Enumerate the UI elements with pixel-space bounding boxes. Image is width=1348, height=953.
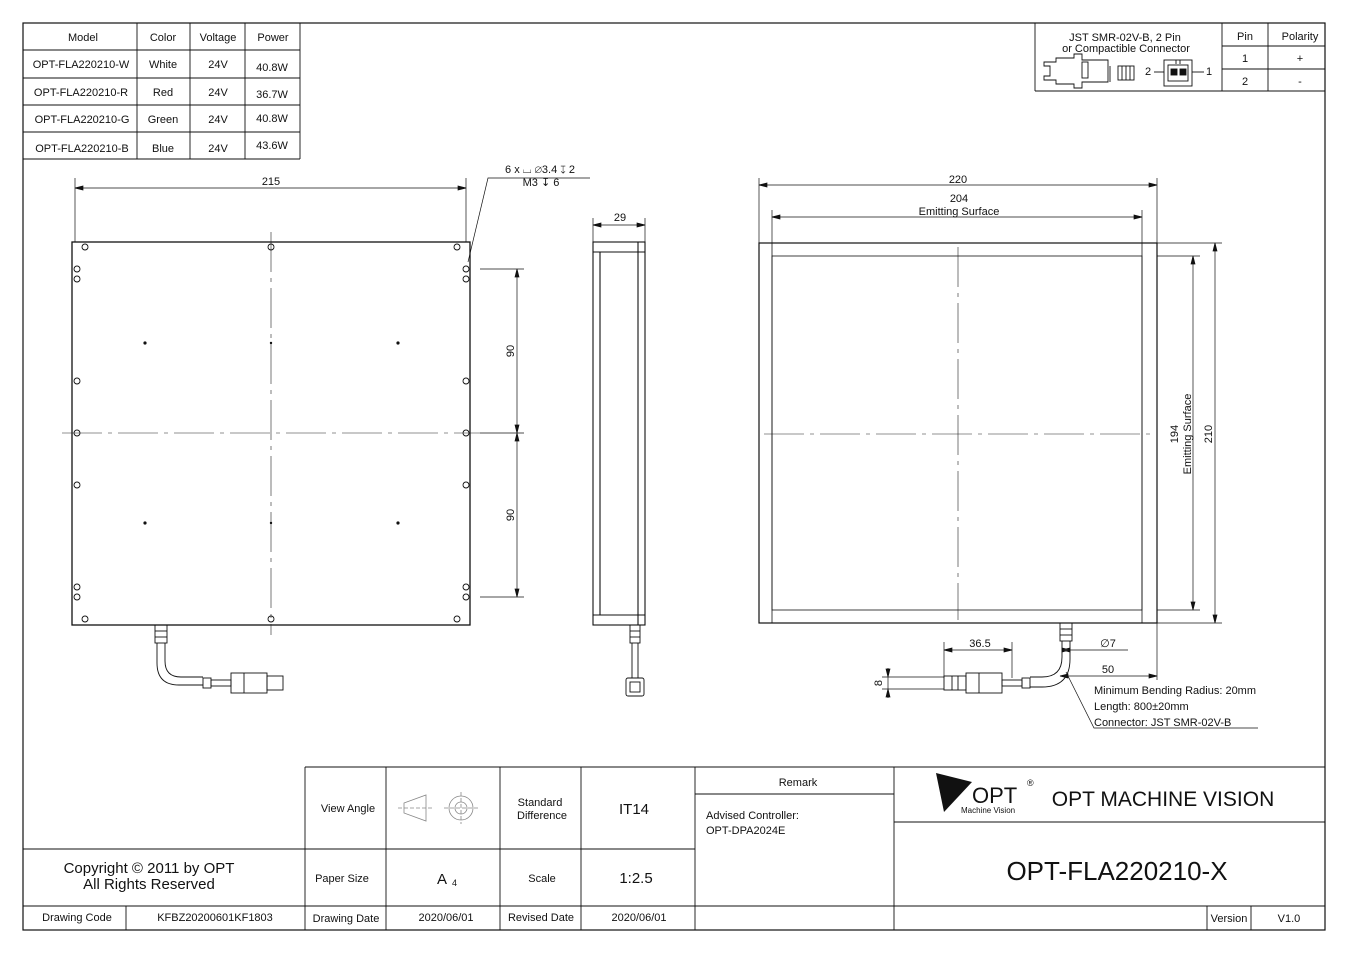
pin-cell: 1 xyxy=(1242,53,1248,65)
side-view: 29 xyxy=(592,212,646,697)
registered-mark: ® xyxy=(1027,778,1034,788)
logo-text: OPT xyxy=(972,783,1017,808)
power-header: Power xyxy=(257,32,289,44)
drawing-date-value: 2020/06/01 xyxy=(418,912,473,924)
emitting-width-label: Emitting Surface xyxy=(919,206,1000,218)
front-lower-dim: 90 xyxy=(505,509,517,521)
scale-label: Scale xyxy=(528,873,556,885)
side-cable xyxy=(625,624,645,697)
power-cell: 40.8W xyxy=(256,62,288,74)
version-label: Version xyxy=(1211,913,1248,925)
logo-subtext: Machine Vision xyxy=(961,806,1015,815)
pin-header: Pin xyxy=(1237,31,1253,43)
polarity-cell: + xyxy=(1297,53,1303,65)
revised-date-label: Revised Date xyxy=(508,912,574,924)
color-cell: Green xyxy=(148,114,179,126)
view-angle-label: View Angle xyxy=(321,803,375,815)
back-panel-outline xyxy=(758,242,1158,624)
connector-icon xyxy=(1043,53,1204,89)
power-cell: 43.6W xyxy=(256,140,288,152)
drawing-date-label: Drawing Date xyxy=(313,913,380,925)
back-height-dim: 210 xyxy=(1203,425,1215,443)
back-width-dim: 220 xyxy=(949,174,967,186)
model-header: Model xyxy=(68,32,98,44)
connector-height-dim: 8 xyxy=(873,680,885,686)
opt-logo-mark xyxy=(936,773,972,812)
model-cell: OPT-FLA220210-R xyxy=(34,87,128,99)
title-block-grid xyxy=(23,766,1325,930)
back-view: 220 204 Emitting Surface 194 Emitting Su… xyxy=(758,174,1258,729)
color-header: Color xyxy=(150,32,177,44)
power-cell: 40.8W xyxy=(256,113,288,125)
back-cable xyxy=(943,622,1073,694)
model-cell: OPT-FLA220210-G xyxy=(35,114,130,126)
color-cell: Blue xyxy=(152,143,174,155)
connector-title-line1: JST SMR-02V-B, 2 Pin xyxy=(1069,32,1181,44)
copyright-line2: All Rights Reserved xyxy=(83,876,215,893)
part-number: OPT-FLA220210-X xyxy=(1006,856,1227,886)
cable-diameter-dim: ∅7 xyxy=(1100,638,1116,650)
standard-difference-value: IT14 xyxy=(619,801,649,818)
color-cell: Red xyxy=(153,87,173,99)
remark-label: Remark xyxy=(779,777,818,789)
emitting-width-dim: 204 xyxy=(950,193,968,205)
revised-date-value: 2020/06/01 xyxy=(611,912,666,924)
connector-length-dim: 36.5 xyxy=(969,638,990,650)
scale-value: 1:2.5 xyxy=(619,870,652,887)
standard-difference-label-text2: Difference xyxy=(517,810,567,822)
emitting-surface xyxy=(771,255,1143,611)
emitting-height-label: Emitting Surface xyxy=(1182,394,1194,475)
hole-note-line2: M3 ↧ 6 xyxy=(523,177,560,189)
copyright-line1: Copyright © 2011 by OPT xyxy=(64,860,235,877)
front-cable xyxy=(154,624,284,694)
pin-label-left: 2 xyxy=(1145,66,1151,78)
hole-note-line1: 6 x ⌴ ∅3.4 ↧ 2 xyxy=(505,164,575,176)
connector-title-line2: or Compactible Connector xyxy=(1062,43,1190,55)
advised-controller-label: Advised Controller: xyxy=(706,810,799,822)
version-value: V1.0 xyxy=(1278,913,1301,925)
voltage-cell: 24V xyxy=(208,143,228,155)
side-thickness-dim: 29 xyxy=(614,212,626,224)
color-cell: White xyxy=(149,59,177,71)
standard-difference-label-text: Standard xyxy=(518,797,563,809)
power-cell: 36.7W xyxy=(256,89,288,101)
pin-label-right: 1 xyxy=(1206,66,1212,78)
voltage-cell: 24V xyxy=(208,114,228,126)
front-view: 215 90 90 6 x ⌴ ∅3.4 ↧ 2 M3 ↧ 6 xyxy=(62,164,590,694)
pin-cell: 2 xyxy=(1242,76,1248,88)
polarity-cell: - xyxy=(1298,76,1302,88)
side-outline xyxy=(592,241,646,626)
voltage-cell: 24V xyxy=(208,87,228,99)
emitting-height-dim: 194 xyxy=(1169,425,1181,443)
note-length: Length: 800±20mm xyxy=(1094,701,1189,713)
voltage-cell: 24V xyxy=(208,59,228,71)
model-cell: OPT-FLA220210-B xyxy=(35,143,129,155)
polarity-header: Polarity xyxy=(1282,31,1319,43)
note-connector: Connector: JST SMR-02V-B xyxy=(1094,717,1231,729)
advised-controller-value: OPT-DPA2024E xyxy=(706,825,785,837)
connector-offset-dim: 50 xyxy=(1102,664,1114,676)
first-angle-projection-icon xyxy=(398,792,478,824)
voltage-header: Voltage xyxy=(200,32,237,44)
opt-logo: OPT ® Machine Vision xyxy=(936,773,1034,815)
connector-table xyxy=(1034,23,1325,92)
mounting-holes xyxy=(73,243,470,623)
paper-size-value: A xyxy=(437,871,447,888)
model-table xyxy=(23,23,301,160)
paper-size-sub: 4 xyxy=(452,878,457,888)
note-bending: Minimum Bending Radius: 20mm xyxy=(1094,685,1256,697)
company-name: OPT MACHINE VISION xyxy=(1052,788,1274,811)
drawing-code-label: Drawing Code xyxy=(42,912,112,924)
paper-size-label: Paper Size xyxy=(315,873,369,885)
front-upper-dim: 90 xyxy=(505,345,517,357)
sheet-border xyxy=(22,22,1326,931)
drawing-code-value: KFBZ20200601KF1803 xyxy=(157,912,273,924)
model-cell: OPT-FLA220210-W xyxy=(33,59,130,71)
front-width-dim: 215 xyxy=(262,176,280,188)
